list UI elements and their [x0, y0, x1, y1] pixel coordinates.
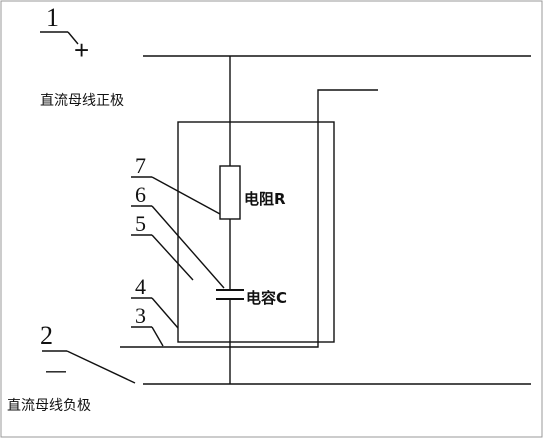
- capacitor-label: 电容C: [246, 289, 288, 307]
- leader-3-slant: [151, 326, 164, 347]
- positive-sign: +: [74, 35, 90, 65]
- callout-6: 6: [135, 182, 146, 207]
- bus-negative-number: 2: [40, 321, 53, 350]
- callout-4: 4: [135, 274, 146, 299]
- callout-7: 7: [135, 153, 146, 178]
- callout-3: 3: [135, 303, 146, 328]
- leader-5-slant: [151, 234, 194, 281]
- leader-1-slant: [67, 31, 79, 45]
- leader-2-slant: [66, 350, 136, 384]
- leader-4-slant: [151, 297, 179, 329]
- external-conductor: [120, 89, 378, 348]
- bus-positive-number: 1: [46, 3, 59, 32]
- housing-box: [177, 121, 335, 343]
- bus-negative-name: 直流母线负极: [7, 398, 91, 414]
- resistor-label: 电阻R: [244, 190, 286, 208]
- bus-positive-name: 直流母线正极: [40, 93, 124, 109]
- leader-6-slant: [151, 205, 225, 289]
- resistor-body: [219, 165, 241, 220]
- negative-sign: —: [46, 360, 66, 382]
- leader-7-slant: [151, 176, 221, 215]
- callout-5: 5: [135, 211, 146, 236]
